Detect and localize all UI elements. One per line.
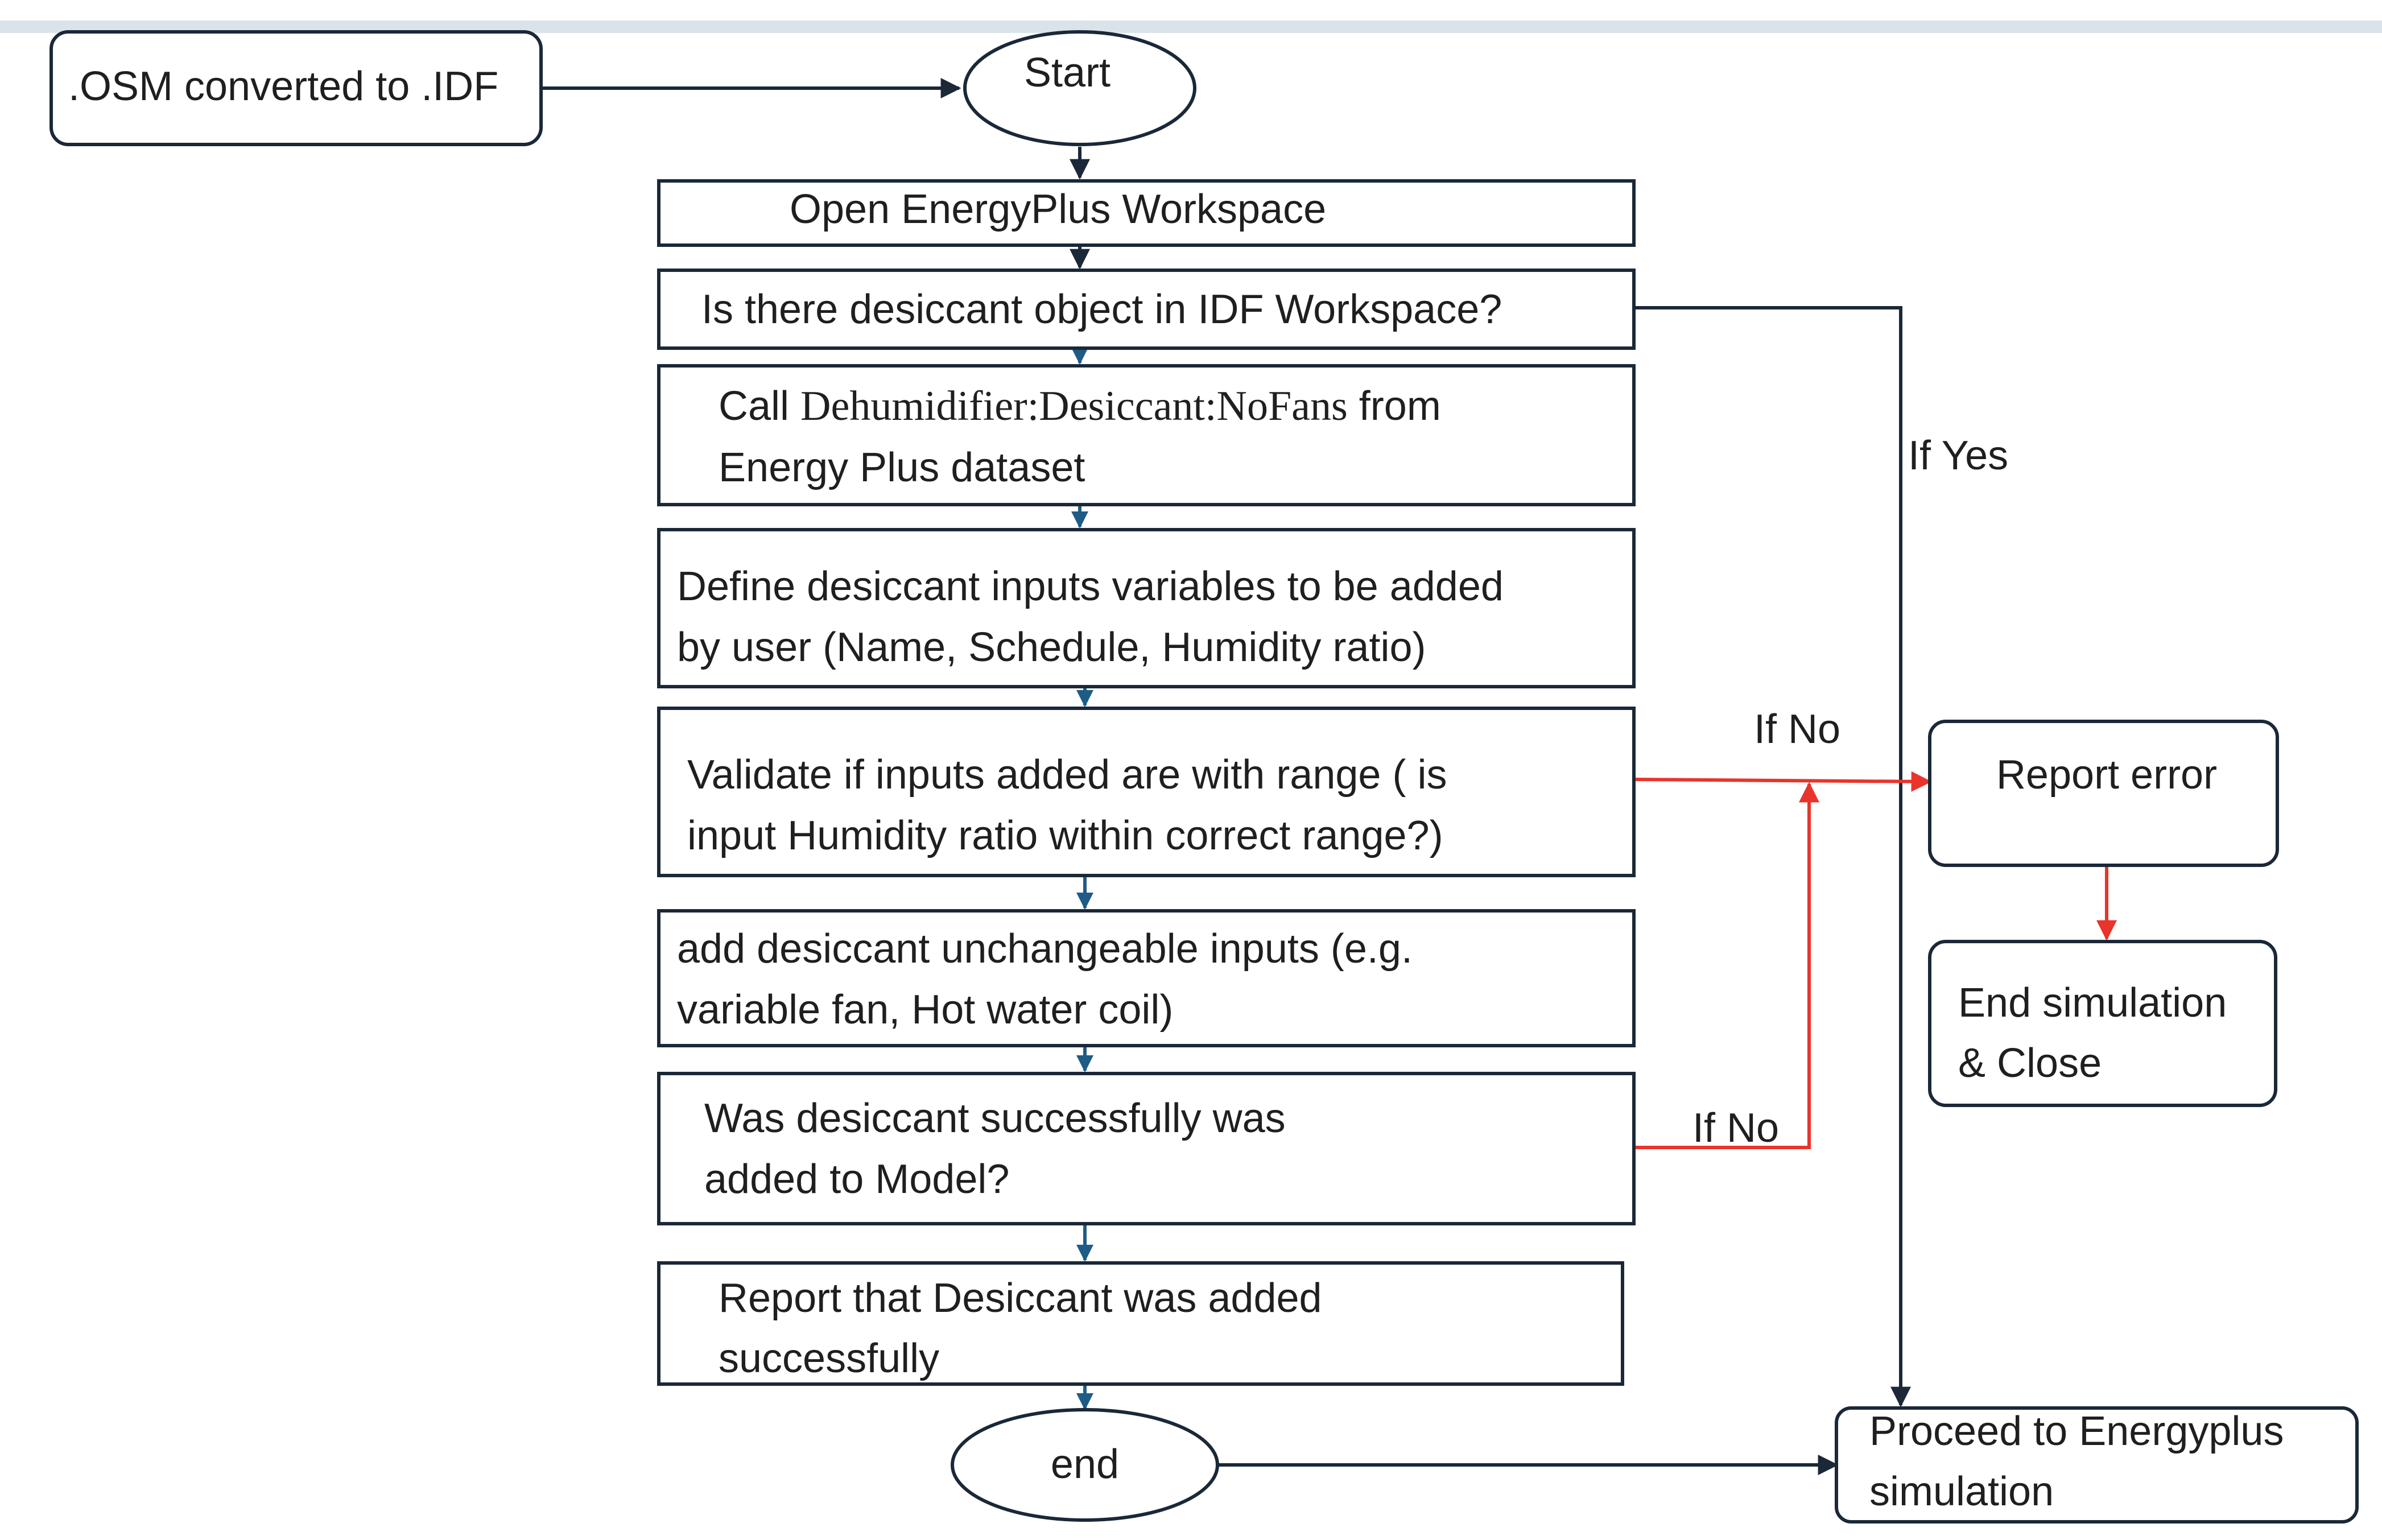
node-end-simulation: End simulation & Close	[1928, 940, 2277, 1107]
validate-line2: input Humidity ratio within correct rang…	[687, 813, 1443, 858]
add-unchangeable-line1: add desiccant unchangeable inputs (e.g.	[677, 926, 1413, 972]
was-added-line2: added to Model?	[704, 1157, 1009, 1202]
node-was-added: Was desiccant successfully was added to …	[657, 1072, 1636, 1225]
end-simulation-line1: End simulation	[1958, 980, 2227, 1026]
node-end: end	[951, 1408, 1219, 1522]
node-osm-converted: .OSM converted to .IDF	[49, 30, 543, 146]
if-no-added-label: If No	[1692, 1105, 1779, 1151]
call-dehumidifier-line2: Energy Plus dataset	[719, 445, 1085, 490]
define-inputs-line1: Define desiccant inputs variables to be …	[677, 564, 1504, 609]
node-proceed: Proceed to Energyplus simulation	[1835, 1406, 2359, 1524]
call-dehumidifier-prefix: Call	[719, 383, 800, 429]
connector-validate-error	[1632, 771, 1932, 792]
node-start: Start	[963, 30, 1196, 146]
was-added-line1: Was desiccant successfully was	[704, 1096, 1286, 1141]
validate-line1: Validate if inputs added are with range …	[687, 752, 1447, 798]
if-no-validate-label: If No	[1754, 707, 1840, 752]
node-is-desiccant: Is there desiccant object in IDF Workspa…	[657, 269, 1636, 350]
node-validate: Validate if inputs added are with range …	[657, 707, 1636, 877]
start-label: Start	[1024, 50, 1111, 96]
report-success-line2: successfully	[719, 1336, 939, 1381]
end-simulation-line2: & Close	[1958, 1041, 2102, 1086]
call-dehumidifier-object: Dehumidifier:Desiccant:NoFans	[800, 383, 1348, 430]
call-dehumidifier-line1: Call Dehumidifier:Desiccant:NoFans from	[719, 383, 1441, 430]
top-band	[0, 20, 2382, 33]
node-define-inputs: Define desiccant inputs variables to be …	[657, 528, 1636, 688]
end-label: end	[1051, 1442, 1119, 1487]
report-success-line1: Report that Desiccant was added	[719, 1275, 1322, 1321]
open-workspace-label: Open EnergyPlus Workspace	[790, 187, 1326, 232]
is-desiccant-label: Is there desiccant object in IDF Workspa…	[701, 287, 1502, 332]
connector-if-yes	[1633, 306, 1911, 1407]
define-inputs-line2: by user (Name, Schedule, Humidity ratio)	[677, 625, 1426, 670]
proceed-line1: Proceed to Energyplus	[1869, 1409, 2284, 1454]
call-dehumidifier-suffix: from	[1348, 383, 1441, 429]
node-report-error: Report error	[1928, 720, 2279, 867]
node-report-success: Report that Desiccant was added successf…	[657, 1261, 1624, 1386]
if-yes-label: If Yes	[1908, 433, 2008, 478]
add-unchangeable-line2: variable fan, Hot water coil)	[677, 987, 1173, 1033]
connector-was-error	[1633, 782, 1819, 1149]
node-call-dehumidifier: Call Dehumidifier:Desiccant:NoFans from …	[657, 364, 1636, 506]
node-open-workspace: Open EnergyPlus Workspace	[657, 179, 1636, 247]
proceed-line2: simulation	[1869, 1469, 2054, 1514]
report-error-label: Report error	[1996, 752, 2217, 798]
osm-label: .OSM converted to .IDF	[68, 64, 498, 109]
node-add-unchangeable: add desiccant unchangeable inputs (e.g. …	[657, 909, 1636, 1047]
